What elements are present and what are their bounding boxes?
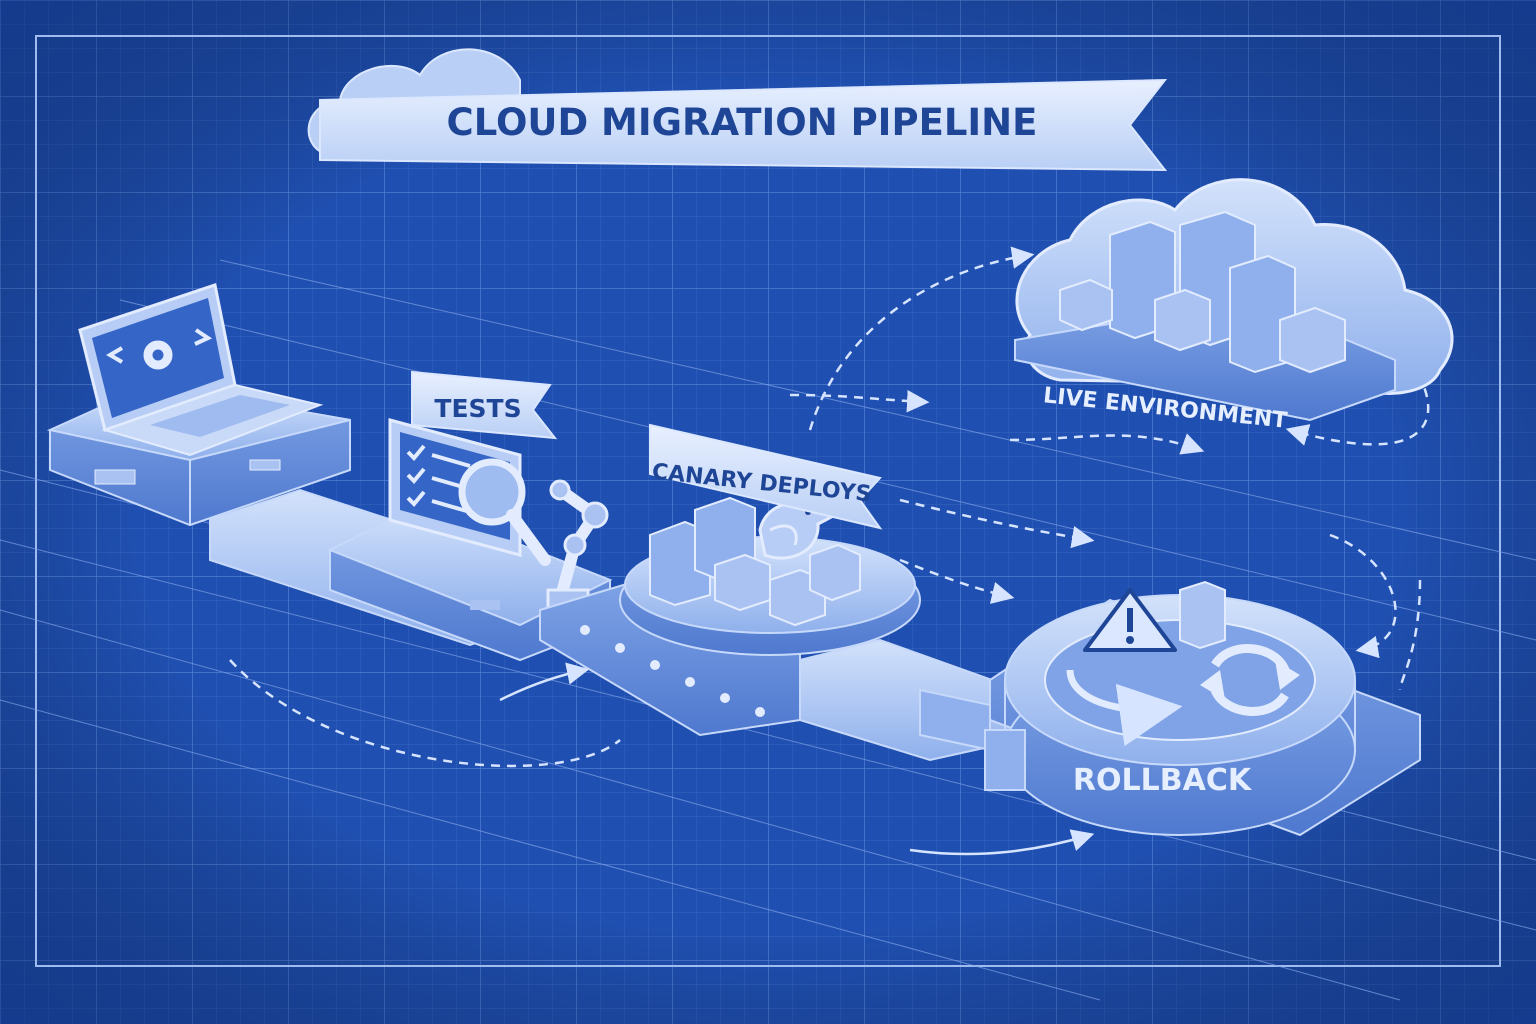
bird-icon (758, 502, 840, 560)
canary-station: CANARY DEPLOYS (619, 423, 921, 656)
server-rack-icon (1179, 580, 1226, 650)
arrow-icon (499, 662, 590, 702)
laptop-icon (78, 283, 324, 457)
warning-icon (1083, 588, 1177, 652)
arrow-icon (899, 558, 1015, 604)
blueprint-frame (35, 35, 1501, 967)
server-rack-icon (1059, 210, 1346, 374)
developer-workstation (46, 283, 351, 527)
arrow-icon (808, 246, 1035, 431)
rollback-station: ROLLBACK (984, 580, 1421, 837)
rollback-label: ROLLBACK (1073, 763, 1253, 798)
stage-label-canary: CANARY DEPLOYS (649, 423, 883, 530)
server-rack-icon (649, 496, 861, 627)
arrow-icon (789, 389, 930, 413)
arrow-icon (1009, 433, 1205, 455)
arrow-icon (1285, 359, 1430, 446)
tests-label: TESTS (434, 394, 521, 423)
arrow-icon (909, 829, 1095, 856)
arrow-icon (1398, 579, 1422, 691)
code-gear-icon (106, 328, 213, 370)
page-title: CLOUD MIGRATION PIPELINE (447, 101, 1038, 144)
title-banner: CLOUD MIGRATION PIPELINE (307, 48, 1168, 172)
live-environment: LIVE ENVIRONMENT (1014, 178, 1454, 434)
magnifier-icon (458, 458, 551, 566)
arrow-icon (229, 659, 621, 768)
arrow-icon (1329, 533, 1397, 659)
stage-label-tests: TESTS (411, 370, 558, 440)
refresh-icon (1210, 644, 1290, 716)
flow-arrows (229, 246, 1430, 768)
